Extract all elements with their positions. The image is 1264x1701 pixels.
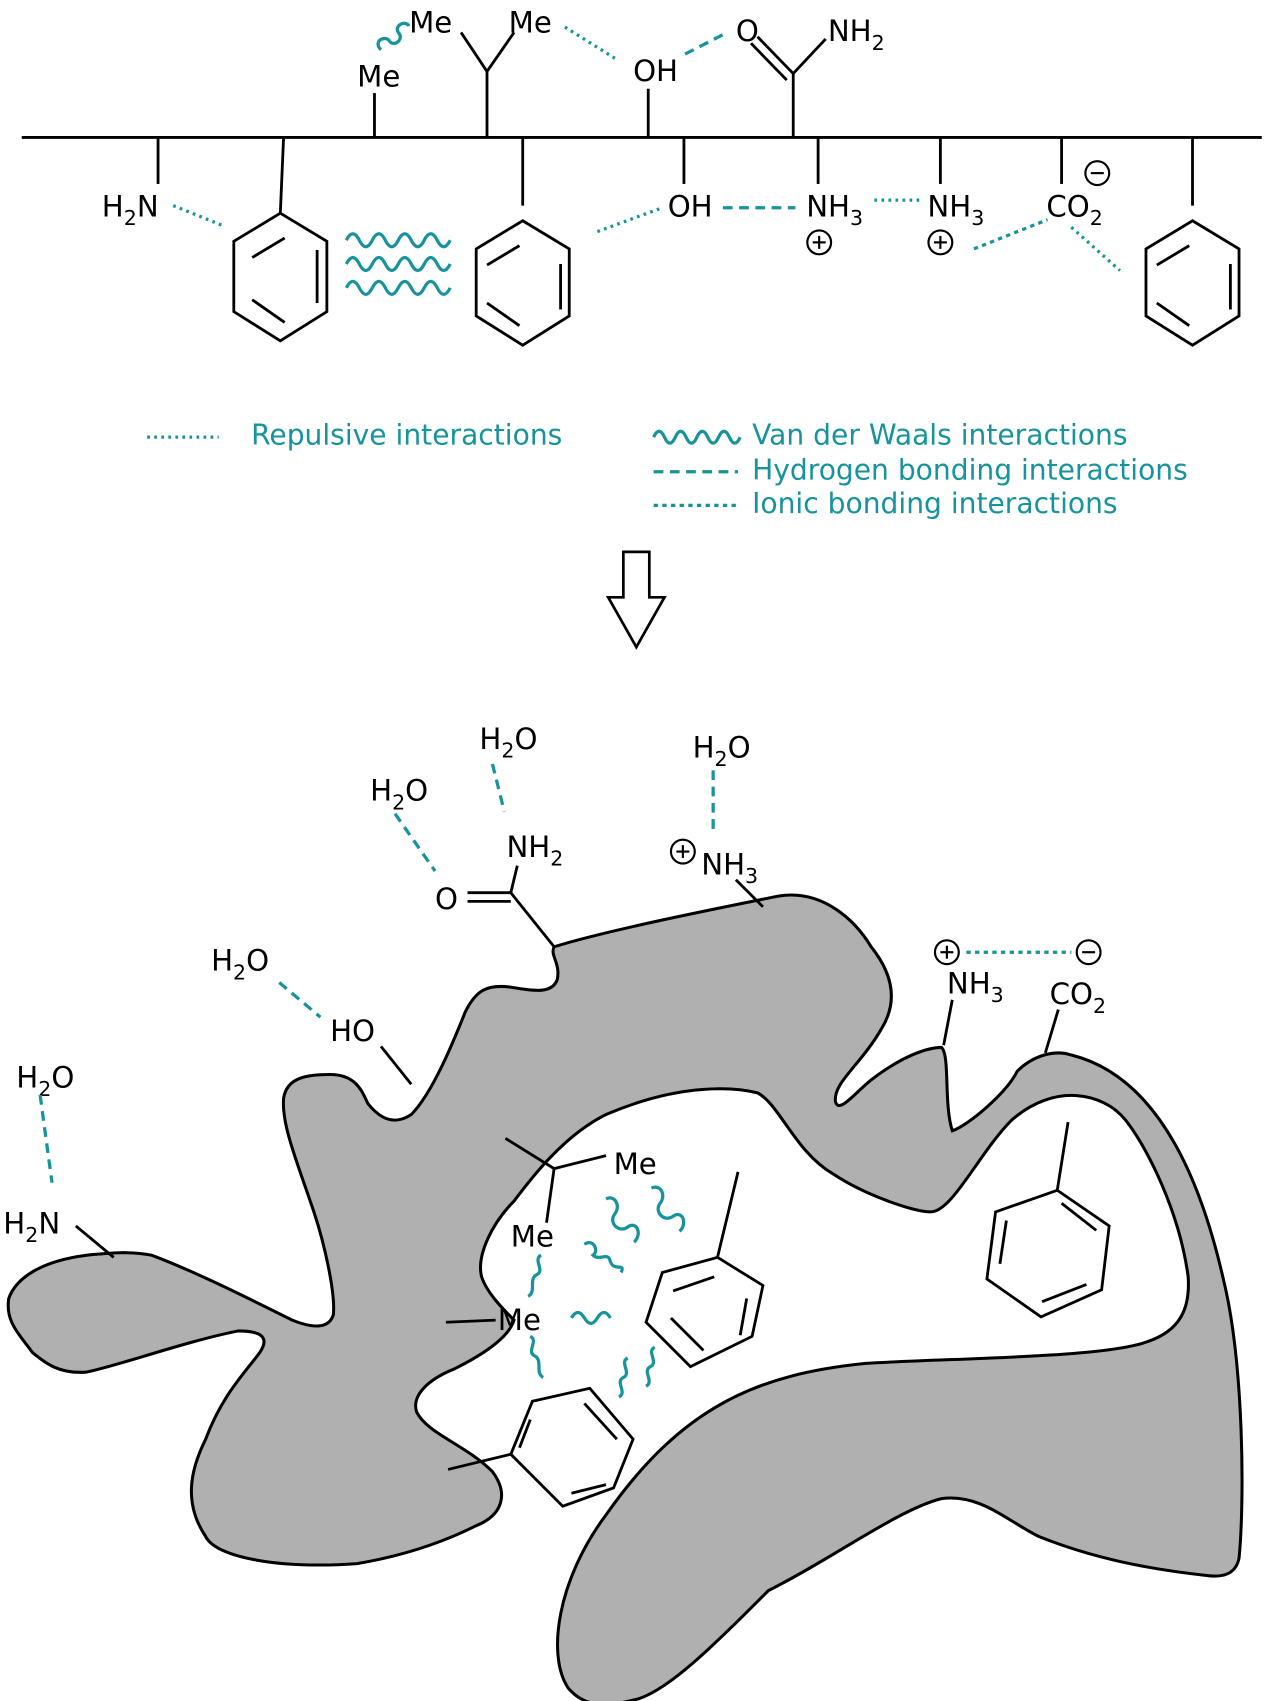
hbond-oh-o — [684, 31, 728, 56]
label-water-2: H2O — [370, 774, 428, 815]
bond-fold-isopropyl — [504, 1137, 555, 1170]
vdw-8 — [618, 1356, 629, 1399]
bond-amide-o1 — [756, 35, 795, 75]
bond-amide-n — [792, 37, 827, 75]
linear-chain: Me Me Me OH O NH2 H2N OH NH3 NH3 CO2 — [21, 5, 1262, 347]
legend-label-vdw: Van der Waals interactions — [752, 419, 1127, 452]
repulsive-co2-phe — [1070, 226, 1122, 272]
benzene-ring-1 — [232, 211, 329, 343]
legend-label-ionic: Ionic bonding interactions — [752, 487, 1117, 520]
vdw-phe-phe — [344, 232, 452, 296]
bond-fold-me-3 — [445, 1318, 496, 1324]
label-me-left: Me — [409, 5, 452, 39]
interactions-folded — [38, 763, 1072, 1399]
label-fold-me-1: Me — [614, 1147, 657, 1181]
label-fold-h2n: H2N — [3, 1207, 60, 1248]
bond-phe1 — [278, 137, 285, 214]
legend: Repulsive interactions Van der Waals int… — [147, 419, 1188, 520]
bond-fold-amine — [74, 1224, 115, 1259]
label-amide-nh2: NH2 — [828, 14, 885, 55]
label-fold-o: O — [435, 882, 458, 916]
protein-body — [6, 893, 1244, 1701]
label-water-1: H2O — [479, 722, 537, 763]
down-arrow-icon — [605, 550, 667, 650]
vdw-7 — [645, 1345, 656, 1388]
label-me-single: Me — [357, 60, 400, 94]
interactions-top — [172, 21, 1122, 296]
plus-charge-icon — [806, 229, 833, 256]
plus-charge-icon — [933, 939, 960, 966]
label-oh-low: OH — [668, 189, 713, 223]
vdw-5 — [570, 1310, 612, 1325]
bond-isopropyl-r — [485, 31, 516, 73]
vdw-1 — [650, 1185, 686, 1233]
hbond-water-amine — [38, 1094, 54, 1183]
folded-protein — [6, 893, 1244, 1701]
label-fold-nh3-right: NH3 — [947, 966, 1004, 1007]
label-water-4: H2O — [211, 944, 269, 985]
label-h2n: H2N — [102, 189, 159, 230]
vdw-me-me — [376, 21, 411, 51]
benzene-ring-fold-3 — [985, 1121, 1111, 1319]
label-me-right: Me — [509, 5, 552, 39]
label-fold-me-3: Me — [498, 1303, 541, 1337]
vdw-4 — [527, 1253, 543, 1298]
ionic-nh3-co2 — [973, 218, 1049, 251]
plus-charge-icon — [927, 229, 954, 256]
vdw-3 — [583, 1241, 624, 1274]
benzene-ring-fold-1 — [644, 1171, 765, 1369]
hbond-water-o — [393, 812, 437, 872]
legend-label-hbond: Hydrogen bonding interactions — [752, 453, 1188, 486]
label-fold-co2: CO2 — [1050, 977, 1106, 1018]
label-co2: CO2 — [1046, 189, 1102, 230]
vdw-swatch-icon — [652, 429, 742, 445]
label-nh3-b: NH3 — [927, 189, 984, 230]
benzene-ring-3 — [1144, 219, 1241, 347]
legend-item-hbond: Hydrogen bonding interactions — [653, 453, 1188, 486]
bond-fold-ho — [379, 1045, 413, 1086]
bond-isopropyl-l — [459, 31, 489, 73]
label-oh-up: OH — [633, 54, 678, 88]
bond-amide-o2 — [750, 42, 788, 82]
bond-fold-nh3-top — [734, 878, 764, 908]
bond-fold-amide — [509, 891, 556, 948]
legend-label-repulsive: Repulsive interactions — [251, 419, 562, 452]
label-carbonyl-o: O — [736, 14, 759, 48]
label-fold-me-2: Me — [511, 1220, 554, 1254]
vdw-6 — [529, 1334, 545, 1379]
minus-charge-icon — [1075, 939, 1102, 966]
plus-charge-icon — [669, 838, 696, 865]
hbond-water-nh2 — [490, 763, 506, 812]
repulsive-phe-oh — [596, 206, 663, 234]
folded-groups: O NH2 HO H2N NH3 NH3 CO2 H2O — [3, 722, 1111, 1508]
hbond-water-ho — [278, 981, 322, 1019]
label-fold-ho: HO — [330, 1014, 375, 1048]
benzene-ring-fold-2 — [447, 1386, 635, 1508]
legend-item-repulsive: Repulsive interactions — [147, 419, 562, 452]
repulsive-me-oh — [564, 25, 618, 61]
minus-charge-icon — [1084, 160, 1111, 187]
legend-item-ionic: Ionic bonding interactions — [653, 487, 1118, 520]
bond-fold-amide-n — [509, 865, 519, 894]
label-fold-nh3-top: NH3 — [701, 847, 758, 888]
bond-fold-nh3-right — [942, 999, 954, 1046]
label-water-5: H2O — [16, 1060, 74, 1101]
legend-item-vdw: Van der Waals interactions — [652, 419, 1127, 452]
vdw-2 — [605, 1196, 640, 1244]
repulsive-amine-phe — [172, 204, 225, 228]
bond-fold-co2 — [1043, 1009, 1060, 1054]
label-fold-nh2: NH2 — [506, 830, 563, 871]
label-water-3: H2O — [693, 730, 751, 771]
benzene-ring-2 — [474, 219, 571, 347]
label-nh3-a: NH3 — [806, 189, 863, 230]
